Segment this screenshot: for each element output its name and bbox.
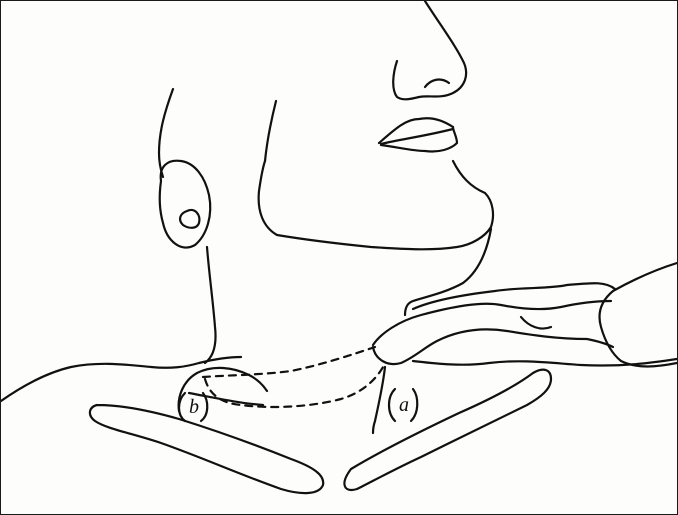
- left-clavicle: [90, 405, 323, 493]
- hand-outline: [600, 263, 678, 367]
- nostril-line: [425, 80, 449, 87]
- tunnel-upper-dashed: [203, 347, 375, 377]
- label-b-paren-right: [201, 393, 207, 421]
- ear-outline: [160, 161, 211, 248]
- finger-tip: [521, 317, 551, 329]
- hand-upper: [413, 283, 615, 309]
- label-b-marker: b: [179, 393, 207, 421]
- front-of-neck: [405, 229, 491, 315]
- label-a: a: [399, 394, 409, 416]
- ear-inner: [180, 210, 199, 228]
- label-a-paren-right: [411, 389, 417, 421]
- incision-line: [189, 393, 263, 405]
- finger-lower: [373, 329, 613, 364]
- right-clavicle: [344, 370, 551, 490]
- label-a-marker: a: [389, 389, 417, 421]
- label-a-paren-left: [389, 389, 395, 421]
- label-b: b: [189, 396, 199, 418]
- back-of-neck: [205, 247, 216, 363]
- face-contour: [265, 101, 276, 161]
- shoulder-right: [413, 359, 677, 366]
- nose-line: [393, 1, 466, 99]
- chin-line: [259, 161, 493, 249]
